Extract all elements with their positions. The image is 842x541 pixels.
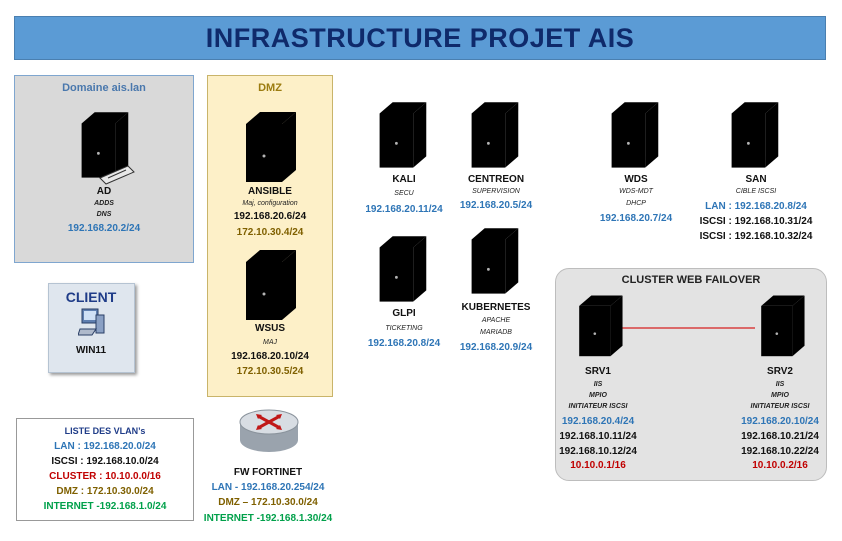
wds-ip: 192.168.20.7/24 [599, 213, 673, 224]
wsus-role: MAJ [263, 339, 277, 346]
kali-server-icon [374, 98, 430, 170]
srv1-name: SRV1 [585, 366, 611, 377]
cluster-title: CLUSTER WEB FAILOVER [621, 274, 761, 286]
srv2-ip-iscsi-1: 192.168.10.21/24 [741, 431, 819, 442]
kali-role: SECU [394, 190, 414, 197]
srv1-ip-cluster: 10.10.0.1/16 [570, 460, 626, 471]
ad-role-adds: ADDS [94, 200, 114, 207]
san-ip-lan: LAN : 192.168.20.8/24 [705, 201, 807, 212]
kali-name: KALI [392, 174, 416, 185]
centreon-ip: 192.168.20.5/24 [459, 200, 533, 211]
vlan-cluster: CLUSTER : 10.10.0.0/16 [49, 471, 161, 482]
glpi-server-icon [374, 232, 430, 304]
srv2-ip-cluster: 10.10.0.2/16 [752, 460, 808, 471]
client-name: WIN11 [75, 345, 107, 356]
wds-name: WDS [624, 174, 648, 185]
srv2-ip-lan: 192.168.20.10/24 [741, 416, 819, 427]
ansible-ip-lan: 192.168.20.6/24 [233, 211, 307, 222]
srv2-role-iis: IIS [775, 381, 785, 388]
vlan-internet: INTERNET -192.168.1.0/24 [43, 501, 167, 512]
ad-ip: 192.168.20.2/24 [67, 223, 141, 234]
kubernetes-role-mariadb: MARIADB [480, 329, 512, 336]
firewall-ip-lan: LAN - 192.168.20.254/24 [211, 482, 325, 493]
vlan-lan: LAN : 192.168.20.0/24 [54, 441, 156, 452]
firewall-router-icon [239, 409, 299, 452]
vlan-iscsi: ISCSI : 192.168.10.0/24 [51, 456, 159, 467]
srv1-role-mpio: MPIO [589, 392, 607, 399]
kubernetes-role-apache: APACHE [481, 317, 511, 324]
client-box [48, 283, 135, 373]
srv2-server-icon [756, 290, 808, 360]
keyboard-icon [99, 165, 135, 185]
glpi-role: TICKETING [385, 325, 423, 332]
ad-role-dns: DNS [96, 211, 112, 218]
wds-role-dhcp: DHCP [626, 200, 646, 207]
ansible-role: Maj, configuration [242, 200, 298, 207]
srv1-ip-iscsi-2: 192.168.10.12/24 [559, 446, 637, 457]
vlan-list [16, 418, 194, 521]
firewall-ip-dmz: DMZ – 172.10.30.0/24 [218, 497, 318, 508]
ansible-ip-dmz: 172.10.30.4/24 [236, 227, 304, 238]
srv2-role-mpio: MPIO [771, 392, 789, 399]
wds-server-icon [606, 98, 662, 170]
srv2-name: SRV2 [767, 366, 793, 377]
glpi-name: GLPI [392, 308, 416, 319]
firewall-ip-internet: INTERNET -192.168.1.30/24 [203, 513, 333, 524]
wsus-ip-dmz: 172.10.30.5/24 [236, 366, 304, 377]
client-title: CLIENT [65, 289, 117, 305]
san-server-icon [726, 98, 782, 170]
srv2-ip-iscsi-2: 192.168.10.22/24 [741, 446, 819, 457]
srv1-ip-lan: 192.168.20.4/24 [561, 416, 635, 427]
dmz-title: DMZ [258, 82, 282, 94]
domain-title: Domaine ais.lan [62, 82, 146, 94]
kubernetes-name: KUBERNETES [461, 302, 531, 313]
san-ip-iscsi-1: ISCSI : 192.168.10.31/24 [699, 216, 813, 227]
wds-role-mdt: WDS-MDT [619, 188, 653, 195]
san-name: SAN [745, 174, 767, 185]
vlan-dmz: DMZ : 172.10.30.0/24 [56, 486, 154, 497]
centreon-name: CENTREON [467, 174, 525, 185]
ansible-server-icon [240, 108, 300, 184]
srv1-role-iscsi: INITIATEUR ISCSI [568, 403, 628, 410]
srv1-ip-iscsi-1: 192.168.10.11/24 [559, 431, 637, 442]
title-banner: INFRASTRUCTURE PROJET AIS [14, 16, 826, 60]
wsus-server-icon [240, 246, 300, 322]
san-ip-iscsi-2: ISCSI : 192.168.10.32/24 [699, 231, 813, 242]
ad-name: AD [96, 186, 112, 197]
vlan-list-title: LISTE DES VLAN’s [64, 426, 146, 436]
cluster-link [619, 327, 755, 329]
kali-ip: 192.168.20.11/24 [365, 204, 443, 215]
centreon-role: SUPERVISION [472, 188, 520, 195]
ansible-name: ANSIBLE [248, 186, 292, 197]
srv2-role-iscsi: INITIATEUR ISCSI [750, 403, 810, 410]
glpi-ip: 192.168.20.8/24 [367, 338, 441, 349]
wsus-ip-lan: 192.168.20.10/24 [231, 351, 309, 362]
kubernetes-server-icon [466, 224, 522, 296]
san-role: CIBLE ISCSI [735, 188, 777, 195]
workstation-icon [78, 308, 105, 336]
page-title: INFRASTRUCTURE PROJET AIS [205, 22, 635, 53]
firewall-name: FW FORTINET [233, 467, 303, 478]
srv1-role-iis: IIS [593, 381, 603, 388]
centreon-server-icon [466, 98, 522, 170]
kubernetes-ip: 192.168.20.9/24 [459, 342, 533, 353]
wsus-name: WSUS [255, 323, 285, 334]
srv1-server-icon [574, 290, 626, 360]
